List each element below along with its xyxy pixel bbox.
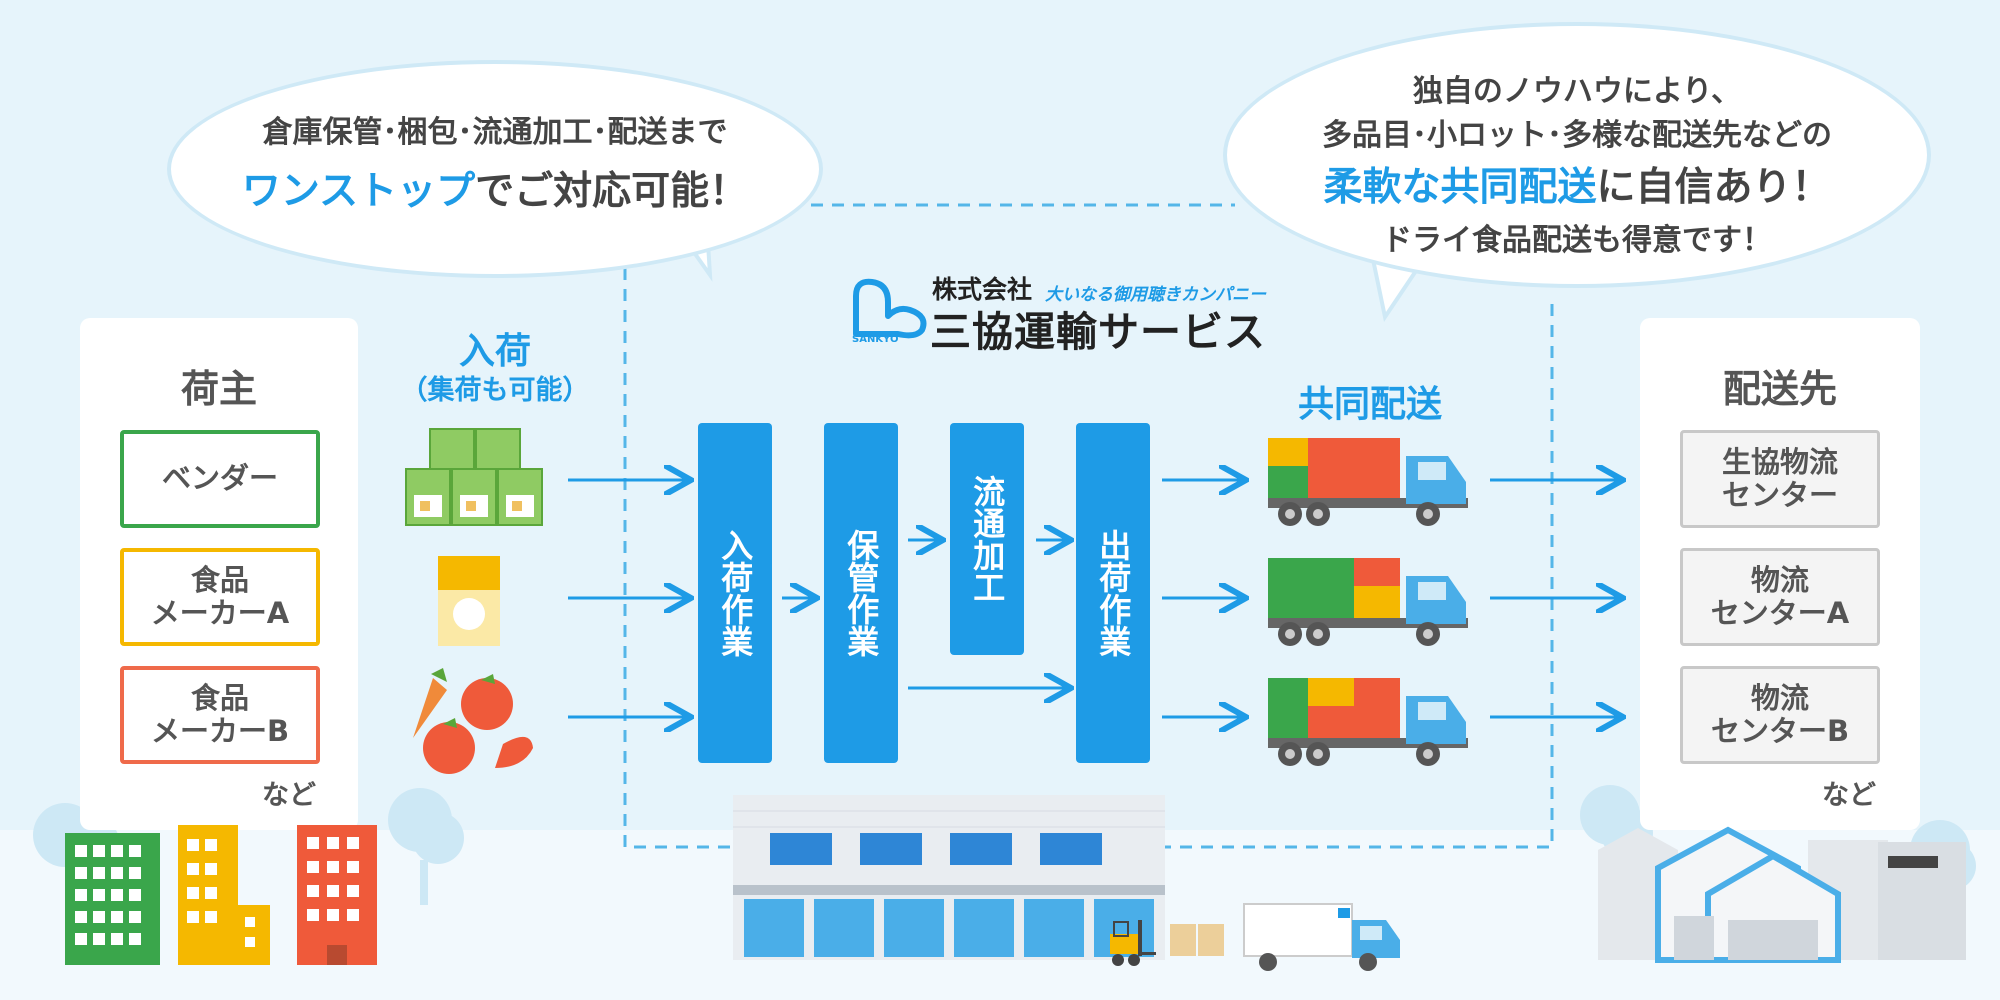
logo-mark-text: SANKYO bbox=[852, 334, 899, 345]
shipper-etc: など bbox=[262, 780, 316, 811]
step-storage-label: 保管作業 bbox=[842, 529, 881, 657]
bubble-left-line1: 倉庫保管･梱包･流通加工･配送まで bbox=[262, 115, 728, 150]
speech-bubble-left bbox=[167, 60, 823, 278]
bubble-right-line4: ドライ食品配送も得意です！ bbox=[1382, 223, 1772, 258]
building-icon bbox=[65, 825, 377, 965]
shipper-maker-b: 食品 メーカーB bbox=[120, 666, 320, 764]
tree-icon bbox=[388, 788, 464, 905]
bubble-left-rest: でご対応可能！ bbox=[475, 169, 749, 214]
shipper-vendor: ベンダー bbox=[120, 430, 320, 528]
speech-bubble-right bbox=[1223, 22, 1931, 288]
logo-tagline: 大いなる御用聴きカンパニー bbox=[1045, 285, 1266, 305]
step-inbound: 入荷作業 bbox=[698, 423, 772, 763]
destination-center-b: 物流 センターB bbox=[1680, 666, 1880, 764]
joint-delivery-title: 共同配送 bbox=[1297, 384, 1442, 425]
warehouse-icon bbox=[733, 795, 1165, 960]
step-outbound: 出荷作業 bbox=[1076, 423, 1150, 763]
truck-icon bbox=[1243, 903, 1400, 971]
inbound-title: 入荷 bbox=[458, 331, 531, 372]
bubble-right-line2: 多品目･小ロット･多様な配送先などの bbox=[1322, 118, 1832, 153]
truck-icon bbox=[1268, 558, 1468, 646]
truck-icon bbox=[1268, 678, 1468, 766]
logo-kabushiki: 株式会社 bbox=[932, 275, 1033, 304]
bubble-right-highlight: 柔軟な共同配送 bbox=[1323, 165, 1597, 210]
destination-title: 配送先 bbox=[1722, 367, 1837, 411]
bubble-left-line2: ワンストップでご対応可能！ bbox=[167, 160, 823, 216]
step-processing: 流通加工 bbox=[950, 423, 1024, 655]
shipper-maker-a: 食品 メーカーA bbox=[120, 548, 320, 646]
bubble-right-line1: 独自のノウハウにより、 bbox=[1412, 74, 1742, 109]
destination-etc: など bbox=[1822, 780, 1876, 811]
bubble-right-line3: 柔軟な共同配送に自信あり！ bbox=[1223, 156, 1931, 212]
product-boxes-icon bbox=[405, 428, 543, 526]
milk-carton-icon bbox=[438, 556, 500, 646]
vegetables-icon bbox=[413, 668, 533, 774]
step-storage: 保管作業 bbox=[824, 423, 898, 763]
sankyo-logo-mark bbox=[853, 278, 927, 339]
bubble-right-rest: に自信あり！ bbox=[1596, 165, 1831, 210]
inbound-subtitle: （集荷も可能） bbox=[400, 375, 590, 406]
step-inbound-label: 入荷作業 bbox=[716, 529, 755, 657]
logo-company-name: 三協運輸サービス bbox=[930, 308, 1266, 356]
step-processing-label: 流通加工 bbox=[968, 475, 1007, 603]
step-outbound-label: 出荷作業 bbox=[1094, 529, 1133, 657]
bubble-left-highlight: ワンストップ bbox=[241, 169, 476, 214]
truck-icon bbox=[1268, 438, 1468, 526]
destination-coop: 生協物流 センター bbox=[1680, 430, 1880, 528]
forklift-icon bbox=[1110, 920, 1224, 966]
shipper-title: 荷主 bbox=[180, 367, 257, 411]
destination-center-a: 物流 センターA bbox=[1680, 548, 1880, 646]
warehouse-icon bbox=[1598, 826, 1966, 963]
